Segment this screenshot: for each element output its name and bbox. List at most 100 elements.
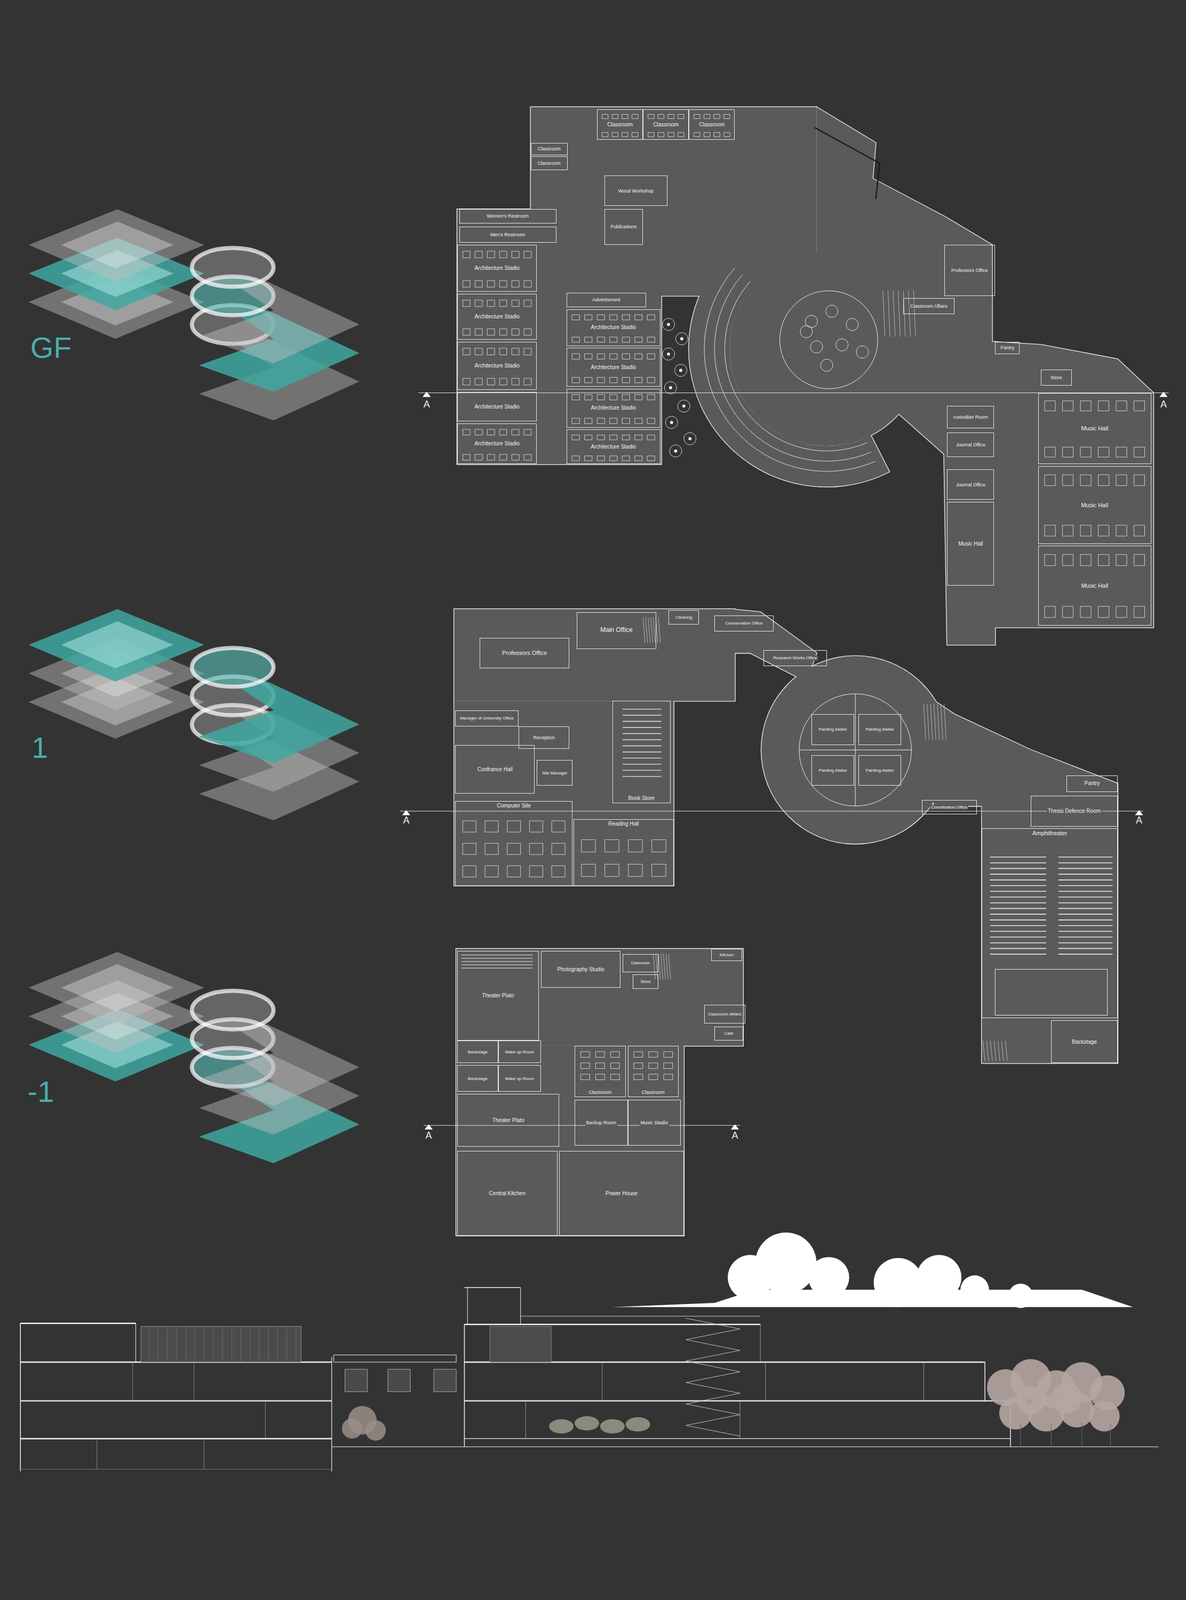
room-box: Classroom: [597, 109, 643, 140]
desk: [1097, 525, 1109, 537]
stair-tread: [658, 954, 661, 981]
desk: [611, 132, 618, 137]
plan-outline: [456, 949, 744, 1237]
desk: [474, 300, 483, 307]
room-label: Architecture Stadio: [473, 265, 521, 272]
plate-wing: [199, 281, 360, 364]
room-box: Research Works Office: [763, 650, 827, 667]
stair-tread: [982, 1040, 985, 1062]
desk: [487, 328, 495, 336]
room-label: Backstage: [1070, 1039, 1098, 1046]
desk: [663, 1052, 673, 1058]
room-box: Music Hall: [1038, 393, 1152, 465]
stair-tread: [927, 704, 930, 740]
plan-shape: [898, 336, 1154, 646]
desk: [487, 300, 495, 307]
desk: [551, 821, 565, 833]
seat-row: [990, 902, 1047, 904]
desk: [474, 280, 483, 288]
room-box: Book Store: [612, 701, 671, 803]
room-label: Architecture Stadio: [590, 364, 638, 371]
stair-tread: [997, 1040, 1000, 1062]
desk: [667, 114, 674, 119]
room-box: Store: [1040, 369, 1072, 387]
desk: [499, 429, 507, 436]
room-label: custodian Room: [952, 414, 990, 420]
seat-row: [1058, 953, 1113, 955]
desk: [610, 1074, 620, 1081]
room-box: Painting Atelier: [811, 755, 855, 786]
shelf: [622, 727, 662, 728]
shelf: [622, 758, 662, 759]
desk: [622, 114, 628, 119]
room-label: Darkroom: [630, 960, 651, 966]
mullion: [185, 1326, 187, 1363]
room-label: Architecture Stadio: [473, 313, 521, 321]
room-label: Pantry: [999, 345, 1016, 351]
room-box: Women's Restroom: [459, 209, 557, 224]
room-box: Photography Studio: [540, 951, 621, 989]
seat-row: [461, 958, 533, 959]
room-label: Reception: [531, 735, 556, 741]
seat-row: [990, 953, 1047, 955]
plan-shape: [456, 1046, 684, 1237]
desk: [523, 251, 532, 258]
stair-tread: [944, 704, 947, 740]
desk: [584, 337, 593, 343]
desk: [1044, 447, 1056, 458]
desk: [511, 280, 520, 288]
shelf: [622, 714, 662, 716]
stair-tread: [653, 954, 656, 981]
room-box: Architecture Stadio: [566, 309, 661, 347]
room-label: Painting Atelier: [864, 727, 895, 732]
desk: [632, 132, 639, 137]
desk: [633, 1063, 643, 1070]
desk: [571, 435, 580, 441]
wall-line: [20, 1400, 332, 1402]
plant: [810, 340, 823, 354]
room-label: Music Hall: [1079, 425, 1110, 433]
seat-row: [990, 908, 1047, 910]
desk: [678, 132, 684, 137]
room-label: Publications: [609, 224, 639, 230]
desk: [602, 132, 609, 137]
plant: [600, 1419, 625, 1435]
seat-row: [1058, 873, 1113, 875]
desk: [1116, 447, 1127, 458]
roof-slab: [333, 1355, 457, 1363]
seat-row: [990, 873, 1047, 875]
desk: [597, 337, 605, 343]
stair-tread: [1001, 1040, 1004, 1062]
desk: [529, 865, 543, 878]
desk: [487, 378, 495, 386]
tree-crown: [1051, 1382, 1082, 1414]
desk: [584, 435, 593, 441]
desk: [595, 1052, 605, 1058]
desk: [703, 132, 710, 137]
desk: [581, 839, 596, 853]
desk: [1133, 447, 1145, 458]
room-box: Theater Plato: [457, 951, 539, 1041]
desk: [487, 251, 495, 258]
room-label: Classroom Affairs: [909, 303, 949, 309]
desk: [694, 114, 700, 119]
plan-shape: [530, 107, 817, 297]
room-box: Backstage: [457, 1040, 499, 1064]
desk: [580, 1074, 590, 1081]
room-box: Classroom: [530, 142, 568, 156]
plan-shape: [456, 949, 744, 1047]
glass-panel: [489, 1326, 552, 1363]
desk: [609, 435, 618, 441]
plan-shape: [898, 336, 1154, 646]
desk: [1116, 474, 1127, 486]
room-label: Store: [1049, 375, 1064, 381]
desk: [648, 114, 655, 119]
seat-row: [1058, 879, 1113, 881]
desk: [487, 429, 495, 436]
glass-box: [140, 1326, 301, 1363]
room-box: Architecture Stadio: [566, 429, 661, 465]
plate-footprint: [61, 221, 174, 269]
seat-row: [1058, 868, 1113, 870]
room-box: Architecture Stadio: [457, 341, 537, 390]
stair-tread: [923, 704, 926, 740]
